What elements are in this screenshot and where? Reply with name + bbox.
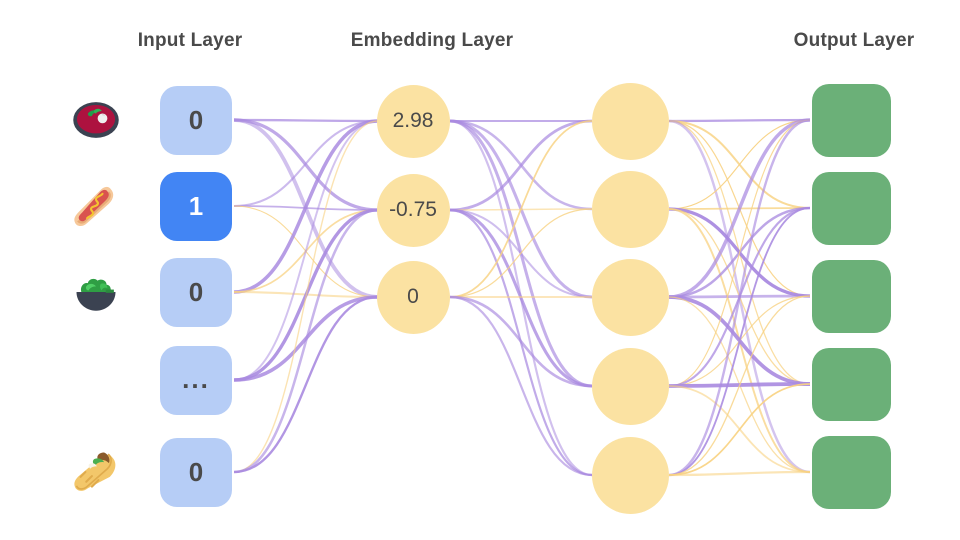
connection-edge: [668, 295, 811, 386]
connection-edge: [233, 120, 379, 473]
connection-edge: [449, 119, 593, 299]
connection-edge: [449, 120, 593, 298]
embedding-node-0[interactable]: 2.98: [376, 84, 450, 158]
hidden-node-0[interactable]: [591, 82, 669, 160]
connection-edge: [668, 207, 811, 210]
input-node-1[interactable]: 1: [160, 171, 232, 241]
connection-edge: [668, 206, 811, 299]
input-node-3[interactable]: ...: [160, 345, 232, 415]
connection-edge: [233, 119, 379, 294]
input-node-value: 1: [188, 190, 204, 221]
connection-edge: [233, 120, 379, 381]
connection-edge: [449, 208, 593, 388]
connection-edge: [233, 118, 379, 212]
connection-edge: [668, 294, 811, 299]
connection-edge: [668, 118, 811, 123]
connection-edge: [233, 205, 379, 211]
connection-edge: [233, 290, 379, 299]
connection-edge: [668, 207, 811, 476]
output-node-4[interactable]: [812, 435, 891, 509]
connection-edge: [668, 207, 811, 298]
input-node-value: 0: [188, 456, 204, 487]
connection-edge: [233, 205, 379, 298]
label-output-layer: Output Layer: [793, 30, 915, 51]
green-salad-icon: [70, 266, 122, 318]
connection-edge: [668, 119, 811, 474]
connection-edge: [233, 208, 379, 382]
connection-edge: [668, 119, 811, 387]
connection-edge: [668, 296, 811, 473]
connection-edge: [668, 120, 811, 297]
bowl-of-soup-icon: [70, 94, 122, 146]
connection-edge: [233, 118, 379, 299]
connection-edge: [233, 119, 379, 208]
connection-edge: [668, 385, 811, 473]
connection-edge: [233, 295, 379, 382]
connection-edge: [449, 119, 593, 388]
label-input-layer: Input Layer: [137, 30, 243, 51]
connection-edge: [668, 119, 811, 210]
hot-dog-icon: [70, 180, 122, 232]
input-node-2[interactable]: 0: [160, 257, 232, 327]
label-embedding-layer: Embedding Layer: [350, 30, 514, 51]
connection-edge: [449, 208, 593, 298]
input-node-value: ...: [182, 364, 210, 395]
connection-edge: [668, 470, 811, 477]
connection-edge: [668, 120, 811, 385]
connection-edge: [668, 206, 811, 388]
input-node-4[interactable]: 0: [160, 437, 232, 507]
connection-edge: [668, 208, 811, 473]
input-node-value: 0: [188, 276, 204, 307]
output-node-3[interactable]: [812, 347, 891, 421]
connection-edge: [449, 119, 593, 211]
hidden-node-4[interactable]: [591, 436, 669, 514]
connection-edge: [449, 208, 593, 477]
taco-icon: [70, 446, 122, 498]
connection-edge: [449, 208, 593, 211]
input-node-0[interactable]: 0: [160, 85, 232, 155]
connection-edge: [233, 208, 379, 474]
connection-edge: [668, 295, 811, 476]
embedding-node-2[interactable]: 0: [376, 260, 450, 334]
output-node-0[interactable]: [812, 83, 891, 157]
connection-edge: [233, 118, 379, 123]
hidden-node-1[interactable]: [591, 170, 669, 248]
connection-edge: [668, 382, 811, 388]
hidden-node-2[interactable]: [591, 258, 669, 336]
connection-edge: [668, 295, 811, 387]
embedding-node-value: -0.75: [389, 198, 437, 221]
connection-edge: [668, 119, 811, 210]
connection-edge: [668, 118, 811, 477]
output-node-1[interactable]: [812, 171, 891, 245]
connection-edge: [449, 119, 593, 477]
connection-edge: [233, 209, 379, 293]
connection-edge: [449, 208, 593, 299]
connection-edge: [449, 119, 593, 212]
output-node-2[interactable]: [812, 259, 891, 333]
connection-edge: [668, 208, 811, 385]
connection-edge: [668, 118, 811, 299]
connection-edge: [449, 295, 593, 477]
embedding-node-value: 2.98: [392, 109, 434, 132]
embedding-node-1[interactable]: -0.75: [376, 173, 450, 247]
input-node-value: 0: [188, 104, 204, 135]
connection-edge: [668, 383, 811, 476]
embedding-node-value: 0: [407, 285, 419, 308]
connection-edge: [233, 295, 379, 474]
connection-edge: [449, 295, 593, 388]
hidden-node-3[interactable]: [591, 347, 669, 425]
